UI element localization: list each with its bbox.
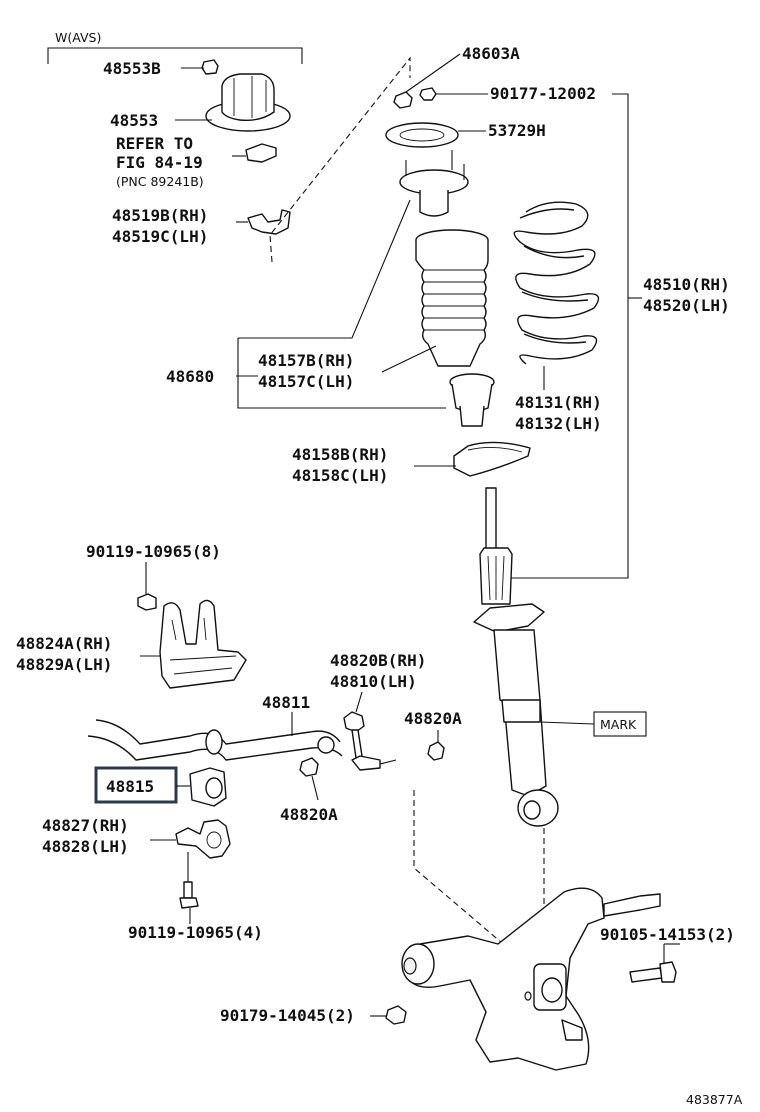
nut-48820A-bottom[interactable] (299, 757, 319, 801)
avs-group-label: W(AVS) (55, 30, 101, 45)
label-90179[interactable]: 90179-14045(2) (220, 1006, 355, 1025)
label-48157C[interactable]: 48157C(LH) (258, 372, 354, 391)
refer-line-2: FIG 84-19 (116, 153, 203, 172)
label-48157B[interactable]: 48157B(RH) (258, 351, 354, 370)
plate-53729H[interactable] (385, 122, 486, 148)
label-48811[interactable]: 48811 (262, 693, 310, 712)
nut-48820A-top[interactable] (427, 730, 445, 761)
nut-48603A[interactable] (393, 53, 461, 109)
bolt-90119-bottom[interactable] (179, 852, 199, 924)
mark-label: MARK (600, 717, 637, 732)
label-48519C[interactable]: 48519C(LH) (112, 227, 208, 246)
bump-stop (449, 373, 495, 427)
actuator-48553[interactable] (175, 73, 291, 132)
diagram-id: 483877A (686, 1092, 743, 1107)
shock-absorber (473, 487, 595, 827)
bolt-90119-top[interactable] (137, 562, 157, 611)
insulator-48158[interactable] (414, 441, 531, 477)
label-48131[interactable]: 48131(RH) (515, 393, 602, 412)
bracket-48519[interactable] (236, 209, 291, 235)
nut-48553B[interactable] (181, 59, 219, 75)
bushing-48815[interactable] (176, 767, 227, 807)
lower-arm (401, 887, 661, 1071)
label-48520[interactable]: 48520(LH) (643, 296, 730, 315)
stabilizer-link-48820B[interactable] (343, 691, 397, 771)
bracket-48827[interactable] (150, 819, 231, 859)
label-48824A[interactable]: 48824A(RH) (16, 634, 112, 653)
label-48815[interactable]: 48815 (106, 777, 154, 796)
stabilizer-bar-48811[interactable] (87, 712, 343, 761)
label-48158B[interactable]: 48158B(RH) (292, 445, 388, 464)
label-48820A-top[interactable]: 48820A (404, 709, 462, 728)
label-48810[interactable]: 48810(LH) (330, 672, 417, 691)
avs-group: W(AVS) (47, 30, 303, 64)
bolt-90105[interactable] (629, 943, 680, 983)
connector-89241B (232, 143, 277, 163)
label-48829A[interactable]: 48829A(LH) (16, 655, 112, 674)
label-48519B[interactable]: 48519B(RH) (112, 206, 208, 225)
mark-box (593, 711, 647, 737)
label-90105[interactable]: 90105-14153(2) (600, 925, 735, 944)
label-48510[interactable]: 48510(RH) (643, 275, 730, 294)
coil-spring-48131[interactable] (513, 201, 600, 390)
nut-90179[interactable] (370, 1005, 407, 1025)
upper-support (399, 150, 469, 217)
label-48820B[interactable]: 48820B(RH) (330, 651, 426, 670)
label-90119-8[interactable]: 90119-10965(8) (86, 542, 221, 561)
label-48828[interactable]: 48828(LH) (42, 837, 129, 856)
highlight-48815[interactable] (94, 766, 178, 804)
refer-line-3: (PNC 89241B) (116, 174, 204, 189)
nut-90177[interactable] (419, 87, 488, 101)
label-48553B[interactable]: 48553B (103, 59, 161, 78)
label-48132[interactable]: 48132(LH) (515, 414, 602, 433)
label-90177[interactable]: 90177-12002 (490, 84, 596, 103)
boot-48157[interactable] (381, 229, 489, 373)
label-53729H[interactable]: 53729H (488, 121, 546, 140)
label-48603A[interactable]: 48603A (462, 44, 520, 63)
label-48553[interactable]: 48553 (110, 111, 158, 130)
label-90119-4[interactable]: 90119-10965(4) (128, 923, 263, 942)
refer-line-1: REFER TO (116, 134, 193, 153)
label-48158C[interactable]: 48158C(LH) (292, 466, 388, 485)
label-48827[interactable]: 48827(RH) (42, 816, 129, 835)
label-48680[interactable]: 48680 (166, 367, 214, 386)
bracket-48824A[interactable] (140, 599, 247, 689)
label-48820A-bottom[interactable]: 48820A (280, 805, 338, 824)
